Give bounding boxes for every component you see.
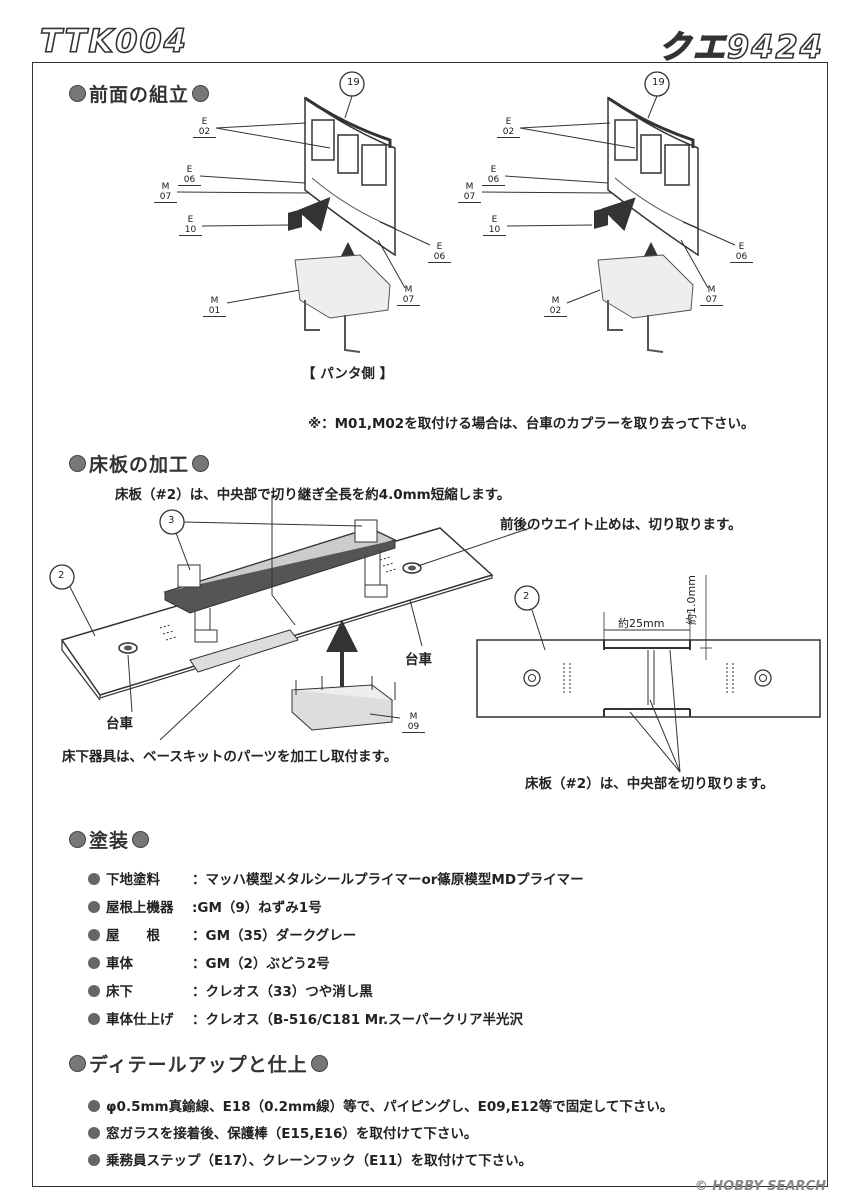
floor-shorten-note: 床板（#2）は、中央部で切り継ぎ全長を約4.0mm短縮します。: [115, 487, 511, 503]
bullet-icon: [69, 85, 86, 102]
paint-row: 屋根上機器:GM（9）ねずみ1号: [88, 896, 322, 916]
detail-item: φ0.5mm真鍮線、E18（0.2mm線）等で、パイピングし、E09,E12等で…: [88, 1095, 673, 1115]
section-title-text: 塗装: [89, 830, 130, 852]
bullet-icon: [310, 1055, 328, 1072]
cut-center-note: 床板（#2）は、中央部を切り取ります。: [525, 776, 774, 792]
bullet-icon: [132, 831, 150, 848]
section-title-text: 前面の組立: [89, 84, 190, 106]
paint-row: 車体仕上げ：クレオス（B-516/C181 Mr.スーパークリア半光沢: [88, 1008, 523, 1028]
section-painting-title: 塗装: [66, 826, 152, 853]
bullet-icon: [88, 957, 100, 969]
model-name: クエ9424: [658, 27, 824, 67]
panta-side-label: 【 パンタ側 】: [302, 366, 394, 382]
coupler-note: ※：M01,M02を取付ける場合は、台車のカプラーを取り去って下さい。: [308, 416, 755, 432]
bullet-icon: [192, 85, 210, 102]
paint-row: 屋 根：GM（35）ダークグレー: [88, 924, 356, 944]
bullet-icon: [192, 455, 210, 472]
section-title-text: 床板の加工: [89, 454, 190, 476]
bullet-icon: [88, 1154, 100, 1166]
bullet-icon: [88, 901, 100, 913]
callout-2-iso: 2: [58, 570, 65, 581]
callout-2-plan: 2: [523, 591, 530, 602]
bullet-icon: [69, 831, 86, 848]
callout-19-right: 19: [652, 77, 665, 88]
bullet-icon: [88, 929, 100, 941]
section-floor-processing-title: 床板の加工: [66, 450, 212, 477]
bullet-icon: [88, 1100, 100, 1112]
bullet-icon: [88, 873, 100, 885]
front-assembly-diagram: [176, 71, 736, 353]
bogie-label-left: 台車: [106, 716, 133, 732]
bogie-label-right: 台車: [405, 652, 432, 668]
watermark: © HOBBY SEARCH: [694, 1179, 826, 1194]
detail-item: 乗務員ステップ（E17）、クレーンフック（E11）を取付けて下さい。: [88, 1149, 532, 1169]
kit-code: TTK004: [39, 21, 188, 61]
paint-row: 下地塗料：マッハ模型メタルシールプライマーor篠原模型MDプライマー: [88, 868, 584, 888]
instruction-frame: [32, 62, 828, 1187]
section-title-text: ディテールアップと仕上: [89, 1054, 308, 1076]
front-panel-left: [304, 96, 396, 257]
coupler-m01: [294, 254, 391, 353]
dim-width-25mm: 約25mm: [618, 617, 665, 630]
coupler-m02: [597, 254, 694, 353]
callout-3: 3: [168, 515, 175, 526]
bullet-icon: [88, 1013, 100, 1025]
bullet-icon: [88, 985, 100, 997]
section-front-assembly-title: 前面の組立: [66, 80, 212, 107]
weight-remove-note: 前後のウエイト止めは、切り取ります。: [500, 517, 742, 533]
bullet-icon: [69, 455, 86, 472]
floor-processing-diagram: [49, 495, 821, 773]
paint-row: 床下：クレオス（33）つや消し黒: [88, 980, 373, 1000]
section-detail-up-title: ディテールアップと仕上: [66, 1050, 331, 1077]
bullet-icon: [88, 1127, 100, 1139]
front-panel-right: [607, 96, 699, 257]
bullet-icon: [69, 1055, 86, 1072]
detail-item: 窓ガラスを接着後、保護棒（E15,E16）を取付けて下さい。: [88, 1122, 477, 1142]
paint-row: 車体：GM（2）ぶどう2号: [88, 952, 330, 972]
underfloor-note: 床下器具は、ベースキットのパーツを加工し取付ます。: [62, 749, 398, 765]
callout-19-left: 19: [347, 77, 360, 88]
dim-height-1mm: 約1.0mm: [685, 575, 698, 625]
